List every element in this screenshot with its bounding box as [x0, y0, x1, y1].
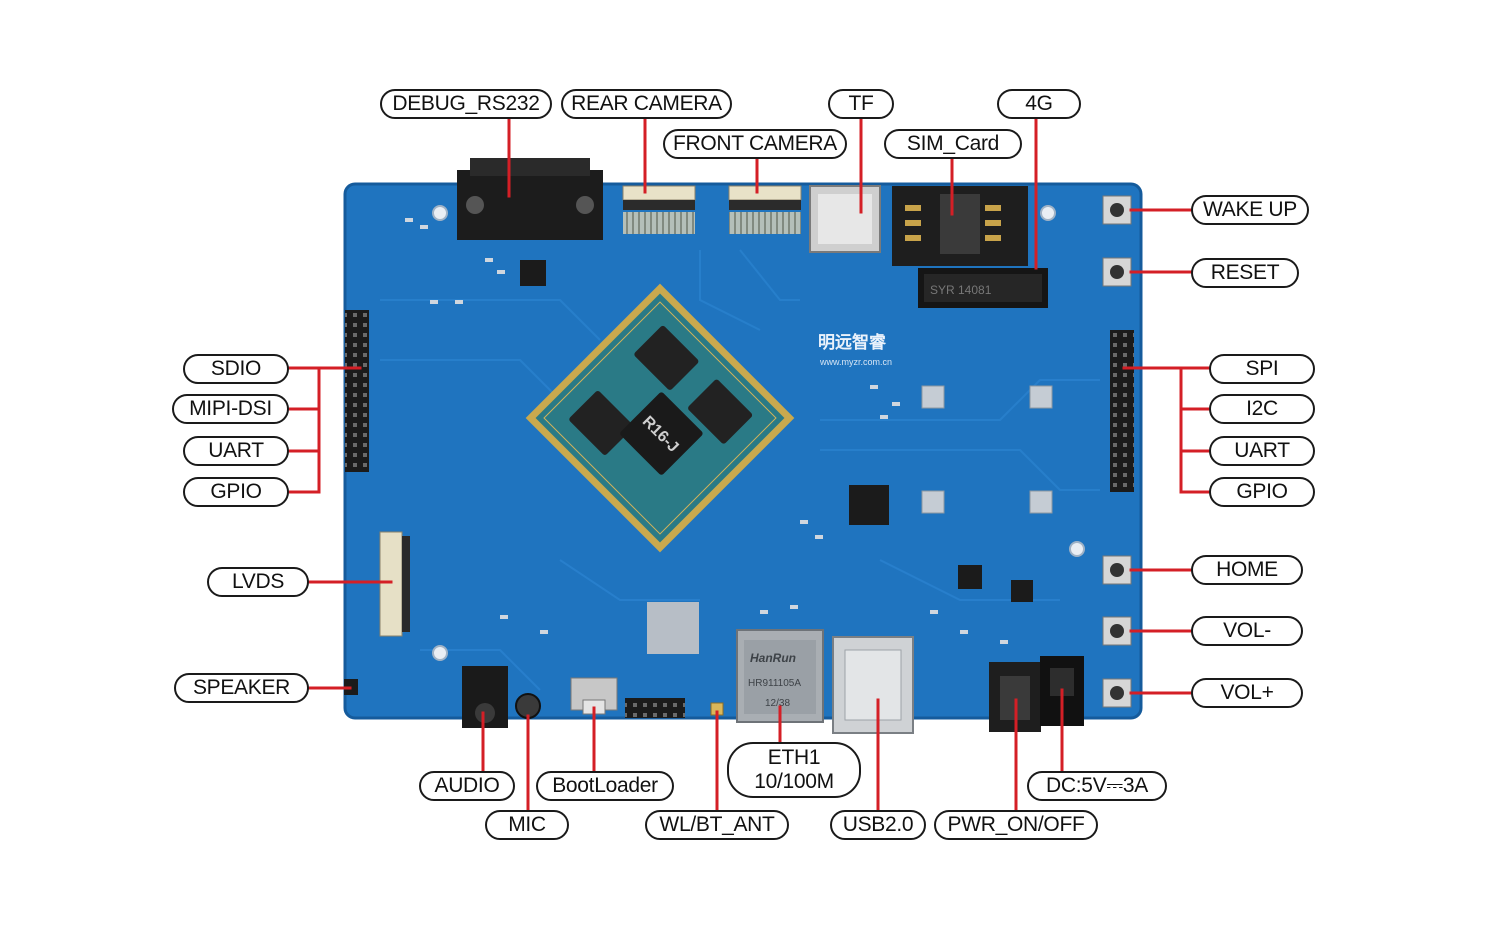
label-reset: RESET: [1191, 258, 1299, 288]
test-pads: [921, 385, 1053, 514]
label-mic: MIC: [485, 810, 569, 840]
tact-buttons: [1102, 195, 1132, 708]
label-eth1-line1: ETH1: [767, 746, 821, 769]
label-rear-camera: REAR CAMERA: [561, 89, 732, 119]
db9-connector: [457, 158, 603, 240]
sim-marking: SYR 14081: [930, 283, 992, 297]
label-eth1-line2: 10/100M: [754, 770, 834, 793]
label-vol-minus: VOL-: [1191, 616, 1303, 646]
label-home: HOME: [1191, 555, 1303, 585]
label-audio: AUDIO: [419, 771, 515, 801]
jtag-header: [625, 698, 685, 718]
smd-parts: [405, 218, 1008, 644]
label-uart-right: UART: [1209, 436, 1315, 466]
tf-slot: [809, 185, 881, 253]
label-dc-power: DC:5V⎓3A: [1027, 771, 1167, 801]
label-i2c: I2C: [1209, 394, 1315, 424]
eth-part: HR911105A: [748, 678, 801, 689]
label-wake-up: WAKE UP: [1191, 195, 1309, 225]
eth-date: 12/38: [765, 698, 790, 709]
label-lvds: LVDS: [207, 567, 309, 597]
label-vol-plus: VOL+: [1191, 678, 1303, 708]
label-pwr-on-off: PWR_ON/OFF: [934, 810, 1098, 840]
mini-pcie-slot: SYR 14081: [918, 268, 1048, 308]
label-4g: 4G: [997, 89, 1081, 119]
audio-jack: [462, 666, 508, 728]
brand-url: www.myzr.com.cn: [819, 357, 892, 367]
usb-a-jack: [832, 636, 914, 734]
label-sdio: SDIO: [183, 354, 289, 384]
label-spi: SPI: [1209, 354, 1315, 384]
label-front-camera: FRONT CAMERA: [663, 129, 847, 159]
label-uart-left: UART: [183, 436, 289, 466]
label-mipi-dsi: MIPI-DSI: [172, 394, 289, 424]
label-eth1: ETH1 10/100M: [727, 742, 861, 798]
eth-brand: HanRun: [750, 651, 796, 665]
label-sim-card: SIM_Card: [884, 129, 1022, 159]
lvds-connector: [379, 531, 410, 637]
right-header: [1110, 330, 1134, 492]
camera-connectors: [622, 185, 802, 234]
brand-chinese: 明远智睿: [818, 332, 887, 353]
label-debug-rs232: DEBUG_RS232: [380, 89, 552, 119]
label-gpio-right: GPIO: [1209, 477, 1315, 507]
label-speaker: SPEAKER: [174, 673, 309, 703]
left-header: [345, 310, 369, 472]
label-gpio-left: GPIO: [183, 477, 289, 507]
mounting-holes: [432, 205, 1085, 661]
label-tf: TF: [828, 89, 894, 119]
sim-holder: [892, 186, 1028, 266]
ics: [520, 260, 1033, 654]
label-wl-bt-ant: WL/BT_ANT: [645, 810, 789, 840]
leader-lines: [286, 116, 1212, 812]
mic-capsule: [515, 693, 541, 719]
label-usb20: USB2.0: [830, 810, 926, 840]
label-bootloader: BootLoader: [536, 771, 674, 801]
